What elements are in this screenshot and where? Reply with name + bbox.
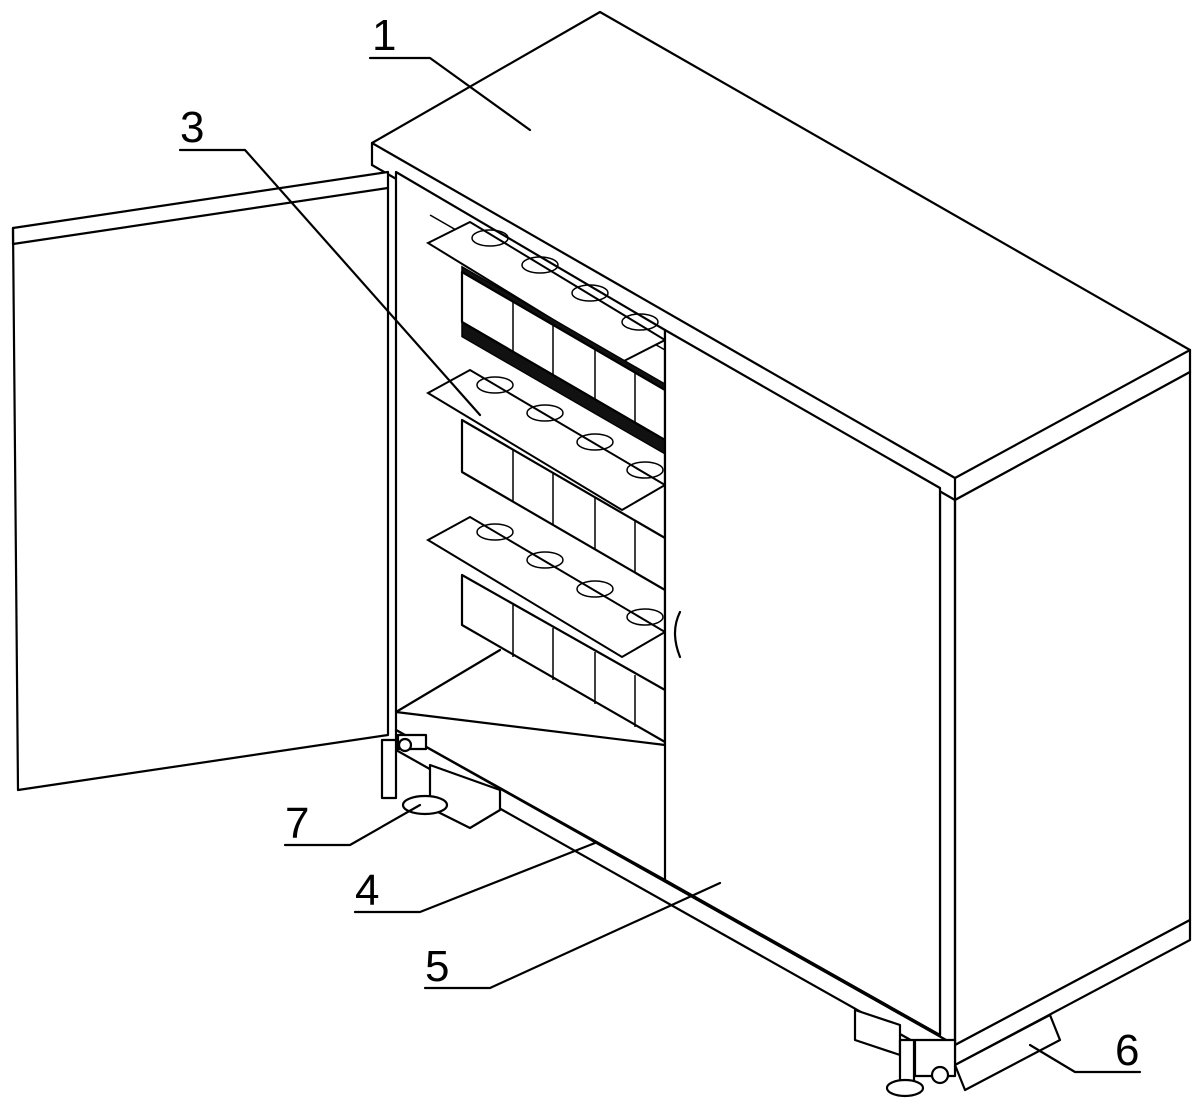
label-1: 1 [372,11,396,60]
label-5: 5 [425,942,449,991]
door-handle [673,610,682,659]
right-door-panel [663,328,942,1037]
reference-labels: 1 3 7 4 5 6 [180,11,1139,1075]
caster-left [380,733,449,816]
label-6: 6 [1115,1026,1139,1075]
label-3: 3 [180,103,204,152]
tray-row-3 [425,515,667,744]
left-door [11,170,390,792]
label-4: 4 [355,866,379,915]
caster-right [885,1038,957,1098]
base-plate-6 [953,1013,1062,1092]
cabinet-base [394,728,1192,1092]
right-door [663,328,942,1037]
leader-lines [178,56,1142,1074]
left-door-panel [11,170,390,792]
label-7: 7 [285,799,309,848]
